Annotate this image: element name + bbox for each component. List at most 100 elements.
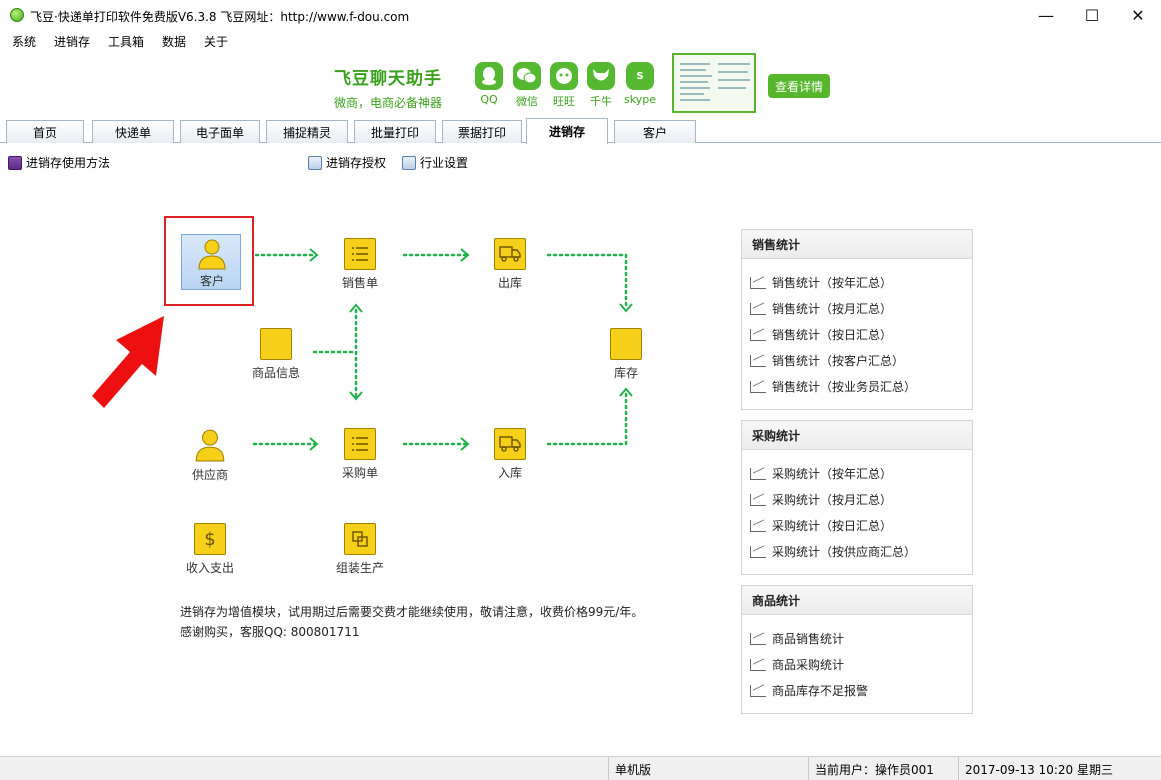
product-stats-panel: 商品统计 商品销售统计 商品采购统计 商品库存不足报警: [741, 585, 973, 714]
product-info-node[interactable]: 商品信息: [244, 328, 308, 381]
inbound-node[interactable]: 入库: [478, 428, 542, 481]
tab-electronic-waybill[interactable]: 电子面单: [180, 120, 260, 143]
tab-home[interactable]: 首页: [6, 120, 84, 143]
sales-stats-by-customer[interactable]: 销售统计（按客户汇总）: [750, 352, 904, 369]
product-stats-title: 商品统计: [742, 586, 972, 615]
highlight-frame: [164, 216, 254, 306]
purchase-stats-by-supplier[interactable]: 采购统计（按供应商汇总）: [750, 543, 916, 560]
title-bar: 飞豆·快递单打印软件免费版V6.3.8 飞豆网址：http://www.f-do…: [0, 0, 1161, 30]
person-icon: [195, 429, 225, 462]
pricing-note-line1: 进销存为增值模块，试用期过后需要交费才能继续使用，敬请注意，收费价格99元/年。: [180, 605, 644, 619]
truck-icon: [494, 428, 526, 460]
chart-icon: [750, 380, 766, 393]
sales-stats-panel: 销售统计 销售统计（按年汇总） 销售统计（按月汇总） 销售统计（按日汇总） 销售…: [741, 229, 973, 410]
tab-express-waybill[interactable]: 快递单: [92, 120, 174, 143]
pricing-note-line2: 感谢购买，客服QQ: 800801711: [180, 625, 360, 639]
menu-inventory[interactable]: 进销存: [54, 35, 91, 49]
wangwang-icon: [550, 62, 578, 90]
status-bar: 单机版 当前用户：操作员001 2017-09-13 10:20 星期三: [0, 756, 1161, 780]
license-button[interactable]: 进销存授权: [308, 154, 386, 171]
chart-icon: [750, 632, 766, 645]
tab-batch-print[interactable]: 批量打印: [354, 120, 436, 143]
chart-icon: [750, 276, 766, 289]
ad-banner[interactable]: 飞豆聊天助手 微商，电商必备神器 QQ 微信 旺旺 千牛 S skype: [0, 50, 1161, 118]
chart-icon: [750, 302, 766, 315]
qianniu-app: 千牛: [583, 62, 619, 109]
status-user: 当前用户：操作员001: [808, 757, 958, 780]
sales-stats-by-day[interactable]: 销售统计（按日汇总）: [750, 326, 892, 343]
inventory-node[interactable]: 库存: [594, 328, 658, 381]
app-preview-image: [672, 53, 756, 113]
wechat-app: 微信: [509, 62, 545, 109]
qianniu-icon: [587, 62, 615, 90]
outbound-node[interactable]: 出库: [478, 238, 542, 291]
banner-subtitle: 微商，电商必备神器: [334, 96, 443, 110]
chart-icon: [750, 328, 766, 341]
tab-capture[interactable]: 捕捉精灵: [266, 120, 348, 143]
chart-icon: [750, 658, 766, 671]
purchase-stats-by-day[interactable]: 采购统计（按日汇总）: [750, 517, 892, 534]
minimize-button[interactable]: —: [1038, 5, 1054, 25]
chart-icon: [750, 493, 766, 506]
stock-icon: [610, 328, 642, 360]
low-stock-alert[interactable]: 商品库存不足报警: [750, 682, 868, 699]
purchase-stats-panel: 采购统计 采购统计（按年汇总） 采购统计（按月汇总） 采购统计（按日汇总） 采购…: [741, 420, 973, 575]
status-mode: 单机版: [608, 757, 808, 780]
tab-inventory[interactable]: 进销存: [526, 118, 608, 144]
banner-title: 飞豆聊天助手: [334, 69, 442, 89]
product-sales-stats[interactable]: 商品销售统计: [750, 630, 844, 647]
truck-icon: [494, 238, 526, 270]
pricing-note: 进销存为增值模块，试用期过后需要交费才能继续使用，敬请注意，收费价格99元/年。…: [180, 602, 643, 642]
chart-icon: [750, 684, 766, 697]
sales-order-node[interactable]: 销售单: [328, 238, 392, 291]
license-icon: [308, 155, 322, 170]
qq-app: QQ: [471, 62, 507, 106]
tab-customer[interactable]: 客户: [614, 120, 696, 143]
document-list-icon: [344, 238, 376, 270]
status-datetime: 2017-09-13 10:20 星期三: [958, 757, 1161, 780]
skype-icon: S: [626, 62, 654, 90]
sales-stats-title: 销售统计: [742, 230, 972, 259]
wangwang-app: 旺旺: [546, 62, 582, 109]
menu-bar: 系统 进销存 工具箱 数据 关于: [0, 30, 1161, 50]
sales-stats-by-month[interactable]: 销售统计（按月汇总）: [750, 300, 892, 317]
product-purchase-stats[interactable]: 商品采购统计: [750, 656, 844, 673]
maximize-button[interactable]: ☐: [1084, 5, 1100, 25]
chart-icon: [750, 545, 766, 558]
purchase-stats-by-year[interactable]: 采购统计（按年汇总）: [750, 465, 892, 482]
sales-stats-by-salesperson[interactable]: 销售统计（按业务员汇总）: [750, 378, 916, 395]
toolbar: 进销存使用方法 进销存授权 行业设置: [0, 144, 1161, 178]
menu-system[interactable]: 系统: [12, 35, 37, 49]
industry-settings-button[interactable]: 行业设置: [402, 154, 468, 171]
purchase-order-node[interactable]: 采购单: [328, 428, 392, 481]
app-icon: [10, 8, 24, 22]
skype-app: S skype: [622, 62, 658, 106]
document-list-icon: [344, 428, 376, 460]
qq-icon: [475, 62, 503, 90]
flow-connectors: [252, 248, 633, 451]
menu-toolbox[interactable]: 工具箱: [108, 35, 145, 49]
chart-icon: [750, 519, 766, 532]
tab-receipt-print[interactable]: 票据打印: [442, 120, 522, 143]
person-icon: [198, 239, 226, 270]
dollar-icon: $: [194, 523, 226, 555]
assembly-icon: [344, 523, 376, 555]
close-button[interactable]: ✕: [1131, 5, 1145, 25]
purchase-stats-by-month[interactable]: 采购统计（按月汇总）: [750, 491, 892, 508]
window-title: 飞豆·快递单打印软件免费版V6.3.8 飞豆网址：http://www.f-do…: [30, 10, 410, 24]
chart-icon: [750, 354, 766, 367]
sales-stats-by-year[interactable]: 销售统计（按年汇总）: [750, 274, 892, 291]
assembly-node[interactable]: 组装生产: [328, 523, 392, 576]
settings-icon: [402, 155, 416, 170]
purchase-stats-title: 采购统计: [742, 421, 972, 450]
income-expense-node[interactable]: $ 收入支出: [178, 523, 242, 576]
customer-node[interactable]: 客户: [181, 234, 241, 290]
menu-data[interactable]: 数据: [162, 35, 187, 49]
book-icon: [8, 155, 22, 170]
inventory-main: 客户 销售单 出库 商品信息 库存 供应商: [0, 178, 1161, 756]
menu-about[interactable]: 关于: [204, 35, 229, 49]
red-arrow-icon: [92, 316, 164, 408]
howto-button[interactable]: 进销存使用方法: [8, 154, 110, 171]
supplier-node[interactable]: 供应商: [178, 428, 242, 483]
view-details-button[interactable]: 查看详情: [768, 74, 830, 98]
